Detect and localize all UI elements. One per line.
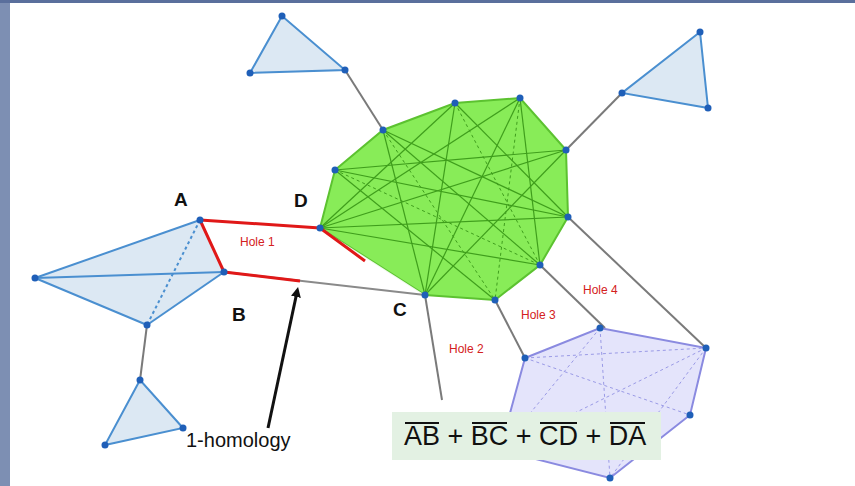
overline-bar	[472, 422, 508, 424]
vertices	[32, 13, 712, 482]
hole-label: Hole 2	[449, 343, 484, 355]
overline-bar	[610, 422, 646, 424]
vertex-label: B	[232, 305, 246, 324]
vertex-label: A	[174, 190, 188, 209]
hole-label: Hole 3	[521, 309, 556, 321]
side-strip	[0, 0, 10, 486]
overline-bar	[405, 422, 439, 424]
formula-text: AB + BC + CD + DA	[404, 422, 646, 452]
callout-label: 1-homology	[186, 430, 291, 450]
hole-label: Hole 4	[583, 284, 618, 296]
edge-bc	[224, 272, 425, 295]
vertex-label: C	[393, 300, 407, 319]
cycle-part	[224, 272, 300, 281]
top-strip	[0, 0, 855, 3]
triangle	[250, 16, 345, 73]
vertex-label: D	[294, 191, 308, 210]
triangle	[105, 380, 183, 445]
hole-label: Hole 1	[240, 236, 275, 248]
tetrahedron	[35, 220, 224, 325]
hole-area	[200, 220, 425, 295]
formula-box: AB + BC + CD + DA	[392, 412, 661, 460]
triangle	[622, 32, 708, 108]
overline-bar	[540, 422, 577, 424]
cycle	[200, 220, 365, 272]
pointer-arrow	[268, 292, 297, 428]
